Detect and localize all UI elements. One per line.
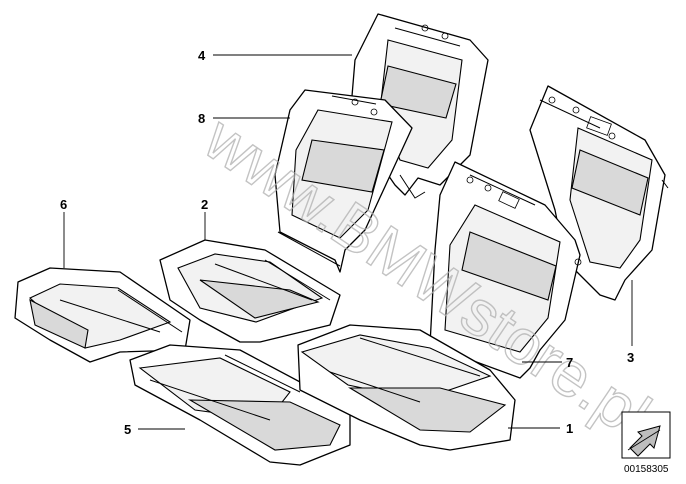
seat-part-6 — [14, 267, 191, 363]
callout-7: 7 — [566, 355, 573, 370]
callout-1: 1 — [566, 421, 573, 436]
legend-box — [621, 411, 671, 459]
backrest-part-7 — [429, 161, 582, 379]
seat-part-1 — [297, 324, 516, 451]
callout-2: 2 — [201, 197, 208, 212]
callout-5: 5 — [124, 422, 131, 437]
callout-8: 8 — [198, 111, 205, 126]
direction-arrow-icon — [627, 425, 661, 457]
backrest-part-8 — [274, 89, 413, 273]
seat-part-5 — [129, 344, 351, 466]
image-code: 00158305 — [624, 464, 669, 475]
seat-part-2 — [159, 239, 341, 343]
callout-3: 3 — [627, 350, 634, 365]
callout-6: 6 — [60, 197, 67, 212]
callout-4: 4 — [198, 48, 206, 63]
